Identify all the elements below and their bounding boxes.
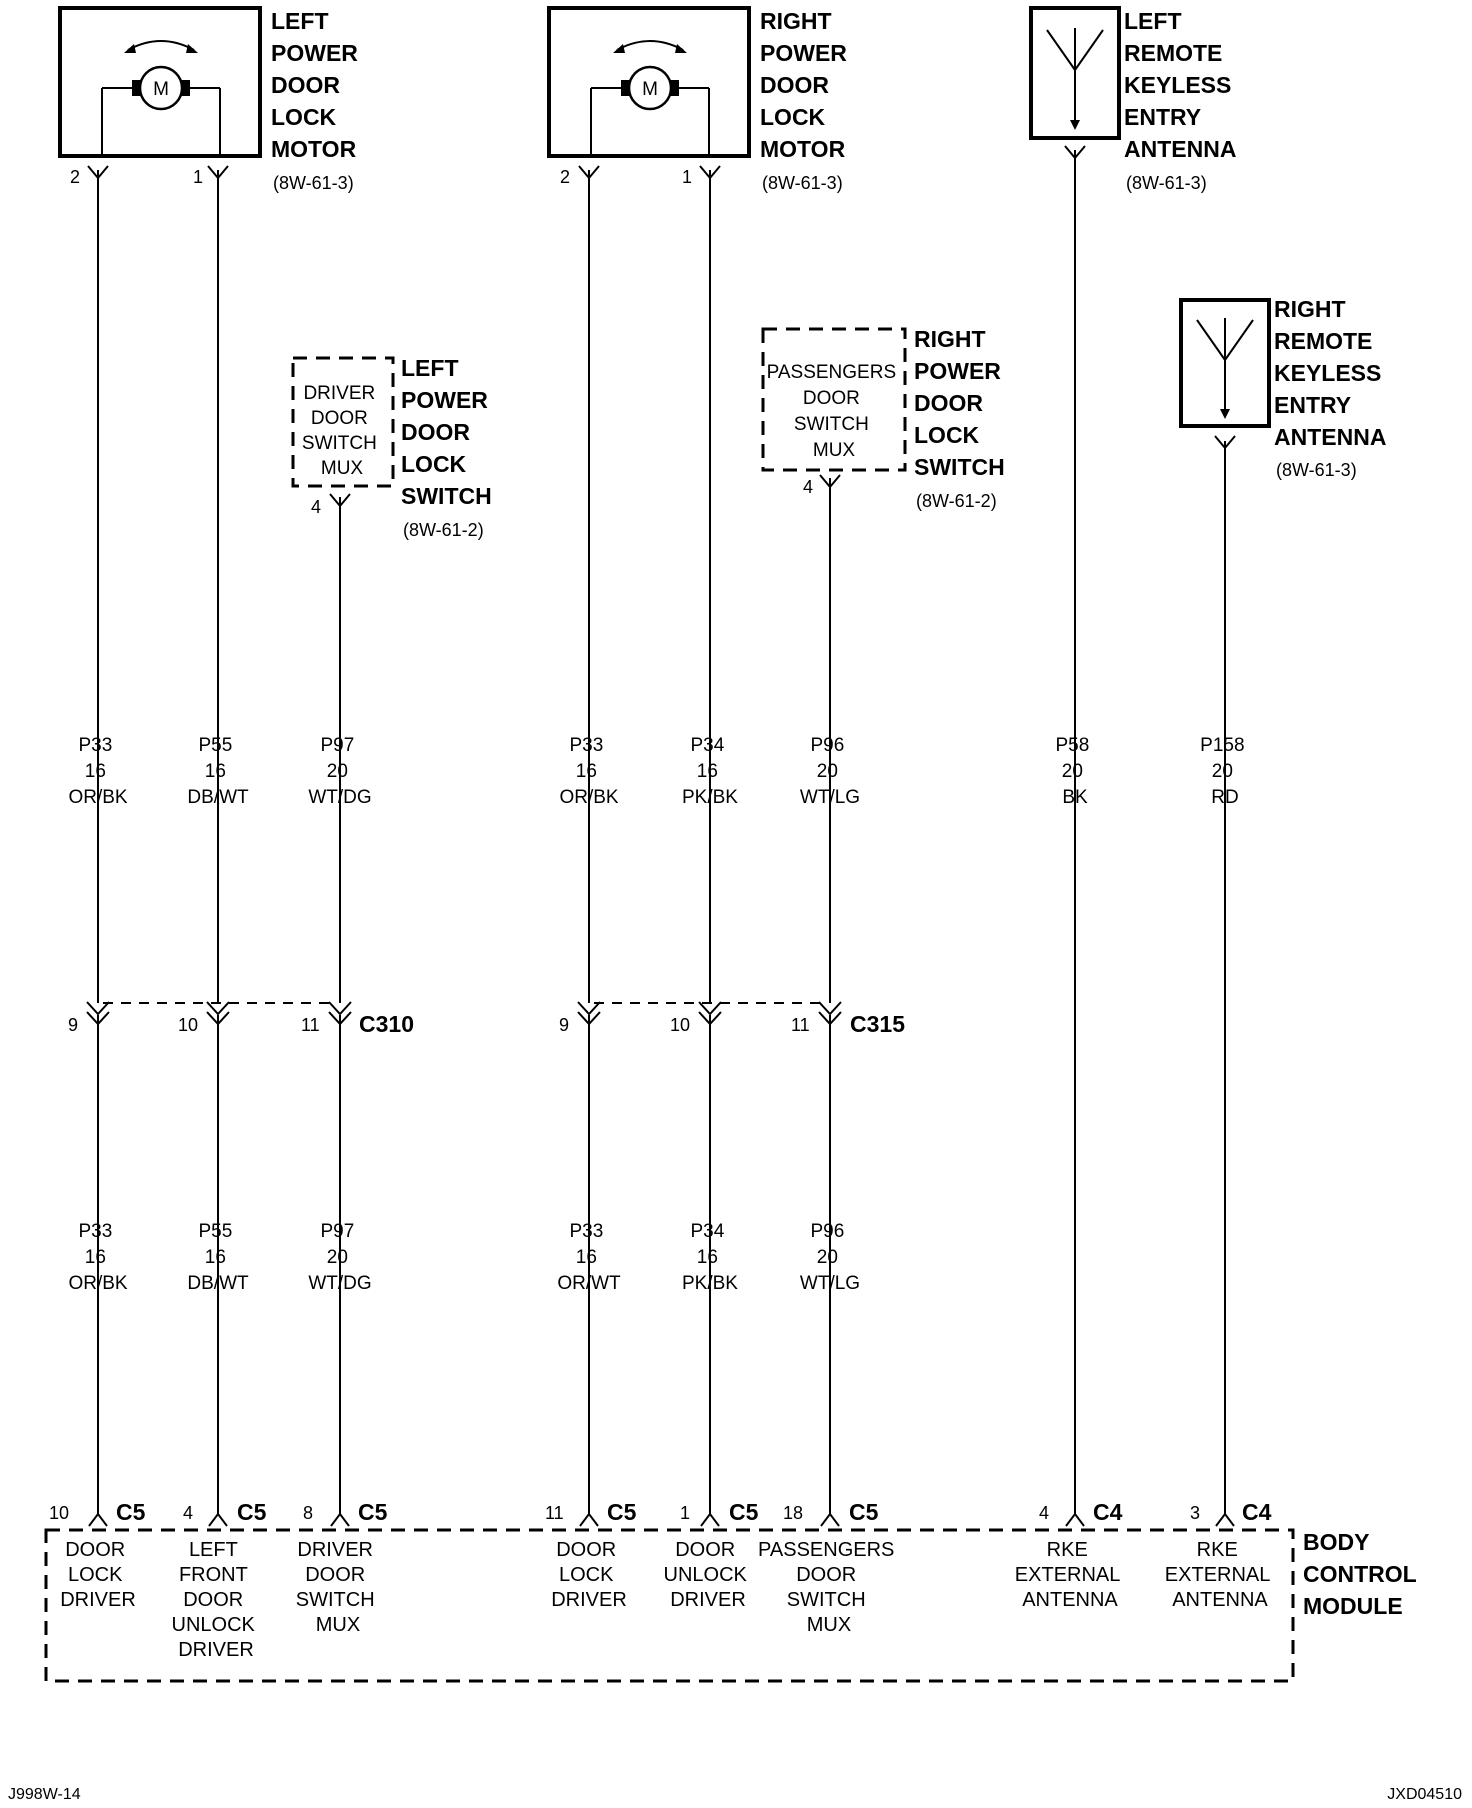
- right-switch-title: RIGHT POWER DOOR LOCK SWITCH: [914, 326, 1007, 480]
- svg-text:RKE EXTERNAL A: RKE EXTERNAL ANTENNA: [1015, 1539, 1125, 1611]
- left-door-lock-switch: DRIVER DOOR SWITCH MUX LEFT POWER DOOR L…: [291, 355, 494, 540]
- svg-text:3: 3: [1190, 1503, 1200, 1523]
- wire-label: P96 20 WT/LG: [800, 1221, 860, 1294]
- pin-label: 9: [559, 1015, 569, 1035]
- right-motor-ref: (8W-61-3): [762, 173, 843, 193]
- inline-connector-c315: 9 10 11 C315: [559, 1001, 905, 1037]
- svg-text:C5: C5: [607, 1499, 637, 1525]
- svg-text:DOOR UNLOCK DR: DOOR UNLOCK DRIVER: [664, 1539, 753, 1611]
- left-switch-ref: (8W-61-2): [403, 520, 484, 540]
- body-control-module: BODY CONTROL MODULE 10 C5 DOOR LOCK DRIV…: [44, 1499, 1423, 1683]
- wire-label: P34 16 PK/BK: [682, 735, 738, 808]
- pin-chevrons: [87, 145, 1236, 508]
- motor-symbol: M: [153, 79, 169, 100]
- wire-label: P97 20 WT/DG: [308, 1221, 371, 1294]
- antenna-icon: [1196, 318, 1254, 419]
- wire-label: P158 20 RD: [1200, 735, 1250, 808]
- right-antenna-ref: (8W-61-3): [1276, 460, 1357, 480]
- bcm-pin: 8 C5 DRIVER DOOR SWITCH MUX: [296, 1499, 388, 1636]
- motor-icon: [627, 65, 673, 111]
- bcm-title: BODY CONTROL MODULE: [1303, 1529, 1423, 1619]
- svg-text:C5: C5: [729, 1499, 759, 1525]
- left-rke-antenna: LEFT REMOTE KEYLESS ENTRY ANTENNA (8W-61…: [1029, 6, 1238, 193]
- svg-text:RKE EXTERNAL A: RKE EXTERNAL ANTENNA: [1165, 1539, 1275, 1611]
- wire-label: P58 20 BK: [1055, 735, 1094, 808]
- bcm-pin: 4 C5 LEFT FRONT DOOR UNLOCK DRIVER: [172, 1499, 267, 1661]
- wire-runs: [97, 150, 1226, 1515]
- right-motor-title: RIGHT POWER DOOR LOCK MOTOR: [760, 8, 853, 162]
- wire-label: P55 16 DB/WT: [187, 735, 249, 808]
- right-switch-ref: (8W-61-2): [916, 491, 997, 511]
- left-switch-inner: DRIVER DOOR SWITCH MUX: [302, 383, 382, 479]
- lower-wire-labels: P33 16 OR/BK P55 16 DB/WT P97 20 WT/DG P…: [68, 1221, 860, 1294]
- svg-text:LEFT FRONT DOO: LEFT FRONT DOOR UNLOCK DRIVER: [172, 1539, 261, 1661]
- antenna-icon: [1046, 28, 1104, 130]
- svg-text:1: 1: [680, 1503, 690, 1523]
- svg-text:C4: C4: [1093, 1499, 1123, 1525]
- connector-name: C310: [359, 1011, 414, 1037]
- wire-label: P34 16 PK/BK: [682, 1221, 738, 1294]
- pin-label: 4: [803, 477, 813, 497]
- wire-label: P96 20 WT/LG: [800, 735, 860, 808]
- svg-text:4: 4: [1039, 1503, 1049, 1523]
- footer-left-code: J998W-14: [8, 1786, 81, 1803]
- svg-text:10: 10: [49, 1503, 69, 1523]
- right-antenna-title: RIGHT REMOTE KEYLESS ENTRY ANTENNA: [1274, 296, 1388, 450]
- wire-label: P55 16 DB/WT: [187, 1221, 249, 1294]
- wire-label: P97 20 WT/DG: [308, 735, 371, 808]
- wire-label: P33 16 OR/BK: [559, 735, 618, 808]
- wire-label: P33 16 OR/BK: [68, 1221, 127, 1294]
- right-switch-inner: PASSENGERS DOOR SWITCH MUX: [767, 362, 902, 461]
- svg-text:8: 8: [303, 1503, 313, 1523]
- pin-label: 2: [560, 167, 570, 187]
- pin-label: 4: [311, 497, 321, 517]
- right-door-lock-motor: M RIGHT POWER DOOR LOCK MOTOR (8W-61-3) …: [547, 6, 853, 193]
- right-rke-antenna: RIGHT REMOTE KEYLESS ENTRY ANTENNA (8W-6…: [1179, 296, 1388, 480]
- motor-icon: [138, 65, 184, 111]
- left-antenna-ref: (8W-61-3): [1126, 173, 1207, 193]
- svg-text:DOOR LOCK DRIV: DOOR LOCK DRIVER: [60, 1539, 136, 1611]
- svg-text:C5: C5: [849, 1499, 879, 1525]
- left-motor-ref: (8W-61-3): [273, 173, 354, 193]
- bcm-pin: 10 C5 DOOR LOCK DRIVER: [49, 1499, 146, 1611]
- svg-text:18: 18: [783, 1503, 803, 1523]
- svg-text:C4: C4: [1242, 1499, 1272, 1525]
- pin-label: 10: [178, 1015, 198, 1035]
- bcm-pin: 18 C5 PASSENGERS DOOR SWITCH MUX: [758, 1499, 900, 1636]
- inline-connector-c310: 9 10 11 C310: [68, 1001, 414, 1037]
- wire-label: P33 16 OR/WT: [557, 1221, 621, 1294]
- svg-text:C5: C5: [358, 1499, 388, 1525]
- upper-wire-labels: P33 16 OR/BK P55 16 DB/WT P97 20 WT/DG P…: [68, 735, 1250, 808]
- pin-label: 9: [68, 1015, 78, 1035]
- right-door-lock-switch: PASSENGERS DOOR SWITCH MUX RIGHT POWER D…: [761, 326, 1007, 511]
- left-door-lock-motor: M LEFT POWER DOOR LOCK MOTOR (8W-61-3) 2…: [58, 6, 364, 193]
- bcm-pin: 1 C5 DOOR UNLOCK DRIVER: [664, 1499, 759, 1611]
- footer-right-code: JXD04510: [1387, 1786, 1462, 1803]
- svg-text:11: 11: [545, 1503, 564, 1523]
- bcm-pin: 4 C4 RKE EXTERNAL ANTENNA: [1015, 1499, 1125, 1611]
- pin-label: 11: [791, 1015, 810, 1035]
- left-switch-title: LEFT POWER DOOR LOCK SWITCH: [401, 355, 494, 509]
- svg-text:DOOR LOCK DRIV: DOOR LOCK DRIVER: [551, 1539, 627, 1611]
- pin-label: 1: [193, 167, 203, 187]
- pin-label: 10: [670, 1015, 690, 1035]
- pin-label: 2: [70, 167, 80, 187]
- svg-text:PASSENGERS DOOR: PASSENGERS DOOR SWITCH MUX: [758, 1539, 900, 1636]
- pin-label: 11: [301, 1015, 320, 1035]
- svg-text:C5: C5: [237, 1499, 267, 1525]
- motor-symbol: M: [642, 79, 658, 100]
- pin-label: 1: [682, 167, 692, 187]
- svg-text:DRIVER DOOR SW: DRIVER DOOR SWITCH MUX: [296, 1539, 380, 1636]
- left-motor-title: LEFT POWER DOOR LOCK MOTOR: [271, 8, 364, 162]
- svg-text:C5: C5: [116, 1499, 146, 1525]
- left-antenna-title: LEFT REMOTE KEYLESS ENTRY ANTENNA: [1124, 8, 1238, 162]
- bcm-pin: 3 C4 RKE EXTERNAL ANTENNA: [1165, 1499, 1275, 1611]
- bcm-pin: 11 C5 DOOR LOCK DRIVER: [545, 1499, 637, 1611]
- wire-label: P33 16 OR/BK: [68, 735, 127, 808]
- svg-text:4: 4: [183, 1503, 193, 1523]
- connector-name: C315: [850, 1011, 905, 1037]
